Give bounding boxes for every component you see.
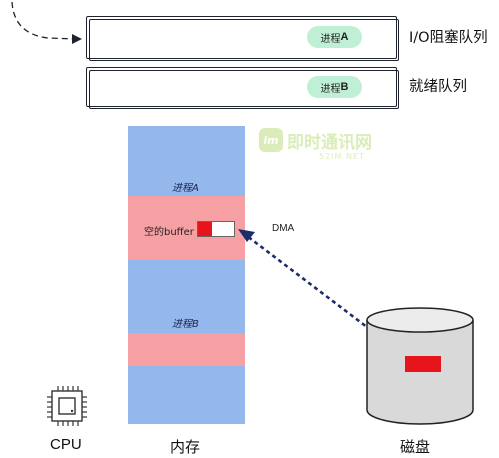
memory-column xyxy=(128,126,245,424)
io-queue-label: I/O阻塞队列 xyxy=(409,30,488,46)
empty-buffer-label: 空的buffer xyxy=(144,227,194,238)
process-b-band xyxy=(128,333,245,366)
dma-label: DMA xyxy=(272,223,295,234)
memory-process-a-label: 进程A xyxy=(172,183,199,194)
watermark-subtext: 52IM.NET xyxy=(319,152,365,161)
ready-queue-label: 就绪队列 xyxy=(409,79,467,95)
disk-icon xyxy=(366,307,474,425)
watermark-logo: im xyxy=(259,128,283,152)
memory-process-b-label: 进程B xyxy=(172,319,199,330)
buffer-block xyxy=(197,221,235,237)
process-a-pill-letter: A xyxy=(340,31,349,43)
watermark: im 即时通讯网 52IM.NET xyxy=(259,126,391,166)
cpu-icon xyxy=(47,386,87,426)
memory-caption: 内存 xyxy=(170,438,201,456)
watermark-text: 即时通讯网 xyxy=(287,133,372,153)
cpu-caption: CPU xyxy=(50,436,82,453)
process-a-pill-prefix: 进程 xyxy=(320,33,341,45)
process-b-pill-letter: B xyxy=(340,81,349,93)
process-b-pill-prefix: 进程 xyxy=(320,83,341,95)
incoming-arrow xyxy=(11,1,82,44)
disk-caption: 磁盘 xyxy=(400,438,431,456)
